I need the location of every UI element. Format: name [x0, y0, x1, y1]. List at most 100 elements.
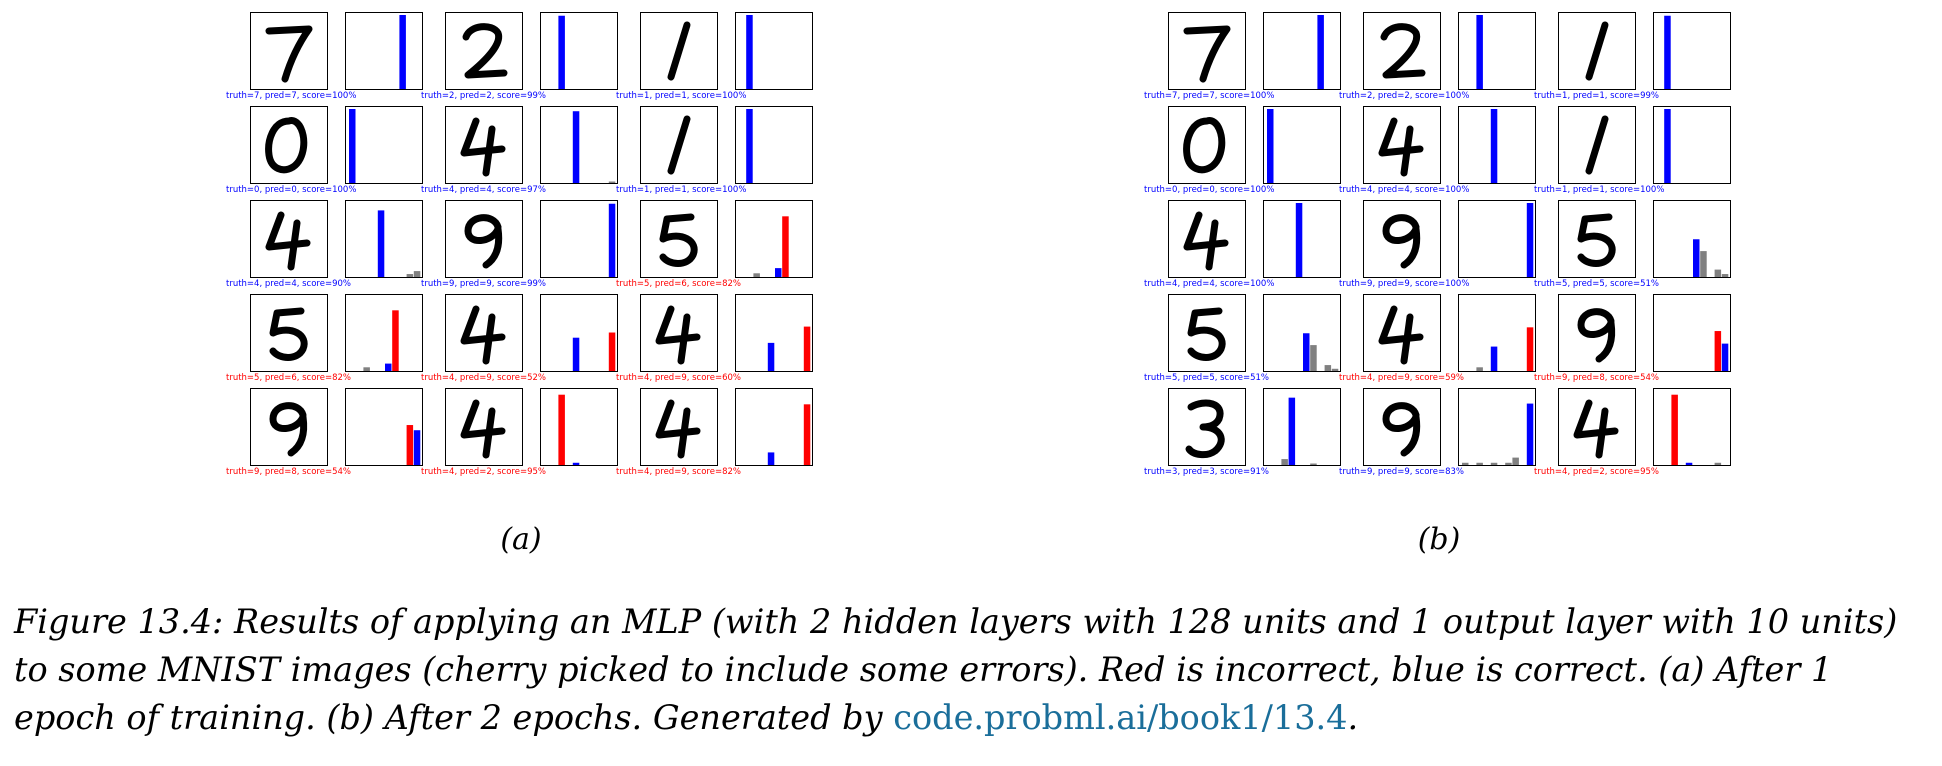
digit-stroke — [1183, 211, 1229, 271]
prediction-label: truth=5, pred=5, score=51% — [1534, 279, 1659, 289]
probability-bar — [782, 216, 789, 277]
probability-bar — [377, 210, 385, 277]
caption-link[interactable]: code.probml.ai/book1/13.4 — [893, 698, 1348, 737]
prediction-cell: truth=3, pred=3, score=91% — [1144, 388, 1341, 482]
prediction-cell: truth=1, pred=1, score=100% — [1534, 106, 1731, 200]
prediction-label: truth=4, pred=2, score=95% — [1534, 467, 1659, 477]
digit-stroke — [265, 117, 308, 174]
probability-bar — [363, 367, 370, 371]
prediction-cell: truth=1, pred=1, score=99% — [1534, 12, 1731, 106]
digit-stroke — [659, 213, 698, 267]
prediction-cell: truth=5, pred=5, score=51% — [1144, 294, 1341, 388]
prediction-label: truth=5, pred=6, score=82% — [226, 373, 351, 383]
probability-bar — [1721, 343, 1729, 371]
probability-bar-chart — [345, 200, 423, 278]
prediction-cell: truth=4, pred=4, score=97% — [421, 106, 618, 200]
digit-stroke — [1577, 213, 1616, 267]
prediction-label: truth=4, pred=4, score=97% — [421, 185, 546, 195]
prediction-cell: truth=7, pred=7, score=100% — [226, 12, 423, 106]
prediction-label: truth=4, pred=4, score=90% — [226, 279, 351, 289]
prediction-cell: truth=7, pred=7, score=100% — [1144, 12, 1341, 106]
probability-bar-chart — [1653, 200, 1731, 278]
probability-bar — [1490, 109, 1498, 183]
probability-bar — [413, 430, 421, 465]
probability-bar — [572, 337, 580, 371]
prediction-cell: truth=2, pred=2, score=100% — [1339, 12, 1536, 106]
probability-bar — [392, 310, 399, 371]
probability-bar-chart — [735, 388, 813, 466]
digit-stroke — [1573, 399, 1619, 459]
probability-bar — [767, 452, 775, 465]
digit-image — [250, 388, 328, 466]
probability-bar — [1526, 327, 1534, 371]
digit-image — [640, 388, 718, 466]
probability-bar — [1476, 462, 1483, 465]
probability-bar-chart — [1458, 294, 1536, 372]
probability-bar-chart — [1458, 106, 1536, 184]
prediction-cell: truth=4, pred=2, score=95% — [421, 388, 618, 482]
probability-bar — [1505, 462, 1512, 465]
digit-image — [640, 106, 718, 184]
digit-image — [250, 294, 328, 372]
digit-stroke — [1183, 117, 1226, 174]
probability-bar — [406, 274, 414, 277]
digit-stroke — [667, 115, 691, 175]
probability-bar-chart — [1458, 200, 1536, 278]
probability-bar-chart — [540, 294, 618, 372]
probability-bar — [803, 404, 811, 465]
probability-bar — [1331, 368, 1339, 371]
digit-stroke — [1185, 399, 1225, 459]
probability-bar-chart — [1653, 294, 1731, 372]
digit-image — [445, 12, 523, 90]
prediction-cell: truth=9, pred=9, score=83% — [1339, 388, 1536, 482]
caption-end: . — [1347, 698, 1359, 737]
digit-stroke — [1577, 308, 1616, 363]
probability-bar — [1664, 15, 1671, 89]
digit-stroke — [265, 25, 313, 83]
prediction-label: truth=9, pred=9, score=99% — [421, 279, 546, 289]
digit-image — [250, 200, 328, 278]
probability-bar — [1526, 403, 1534, 465]
digit-image — [1168, 294, 1246, 372]
prediction-label: truth=1, pred=1, score=99% — [1534, 91, 1659, 101]
prediction-label: truth=2, pred=2, score=100% — [1339, 91, 1470, 101]
prediction-cell: truth=0, pred=0, score=100% — [226, 106, 423, 200]
probability-bar — [1288, 397, 1296, 465]
digit-image — [640, 200, 718, 278]
probability-bar — [746, 15, 753, 89]
probability-bar-chart — [735, 294, 813, 372]
digit-image — [1558, 388, 1636, 466]
probability-bar — [767, 342, 775, 371]
prediction-cell: truth=5, pred=5, score=51% — [1534, 200, 1731, 294]
prediction-label: truth=1, pred=1, score=100% — [616, 185, 747, 195]
prediction-cell: truth=4, pred=4, score=100% — [1144, 200, 1341, 294]
prediction-cell: truth=5, pred=6, score=82% — [616, 200, 813, 294]
probability-bar-chart — [1653, 106, 1731, 184]
probability-bar — [1700, 251, 1707, 277]
prediction-label: truth=7, pred=7, score=100% — [1144, 91, 1275, 101]
prediction-cell: truth=4, pred=9, score=60% — [616, 294, 813, 388]
prediction-label: truth=0, pred=0, score=100% — [1144, 185, 1275, 195]
probability-bar — [1490, 346, 1498, 371]
probability-bar — [399, 15, 406, 89]
caption-text: Figure 13.4: Results of applying an MLP … — [14, 602, 1898, 737]
prediction-label: truth=5, pred=6, score=82% — [616, 279, 741, 289]
probability-bar-chart — [1263, 106, 1341, 184]
probability-bar — [1693, 239, 1700, 277]
probability-bar — [558, 394, 565, 465]
digit-image — [1363, 200, 1441, 278]
probability-bar — [775, 268, 782, 277]
probability-bar-chart — [1263, 200, 1341, 278]
probability-bar — [406, 425, 414, 465]
probability-bar — [1490, 462, 1498, 465]
probability-bar — [1310, 345, 1317, 371]
probability-bar-chart — [345, 294, 423, 372]
digit-stroke — [1382, 214, 1421, 269]
probability-bar-chart — [345, 106, 423, 184]
prediction-label: truth=4, pred=9, score=60% — [616, 373, 741, 383]
probability-bar-chart — [735, 200, 813, 278]
digit-stroke — [655, 399, 701, 459]
prediction-grid: truth=7, pred=7, score=100%truth=2, pred… — [226, 12, 816, 482]
probability-bar — [1714, 331, 1722, 371]
probability-bar — [1721, 274, 1729, 277]
